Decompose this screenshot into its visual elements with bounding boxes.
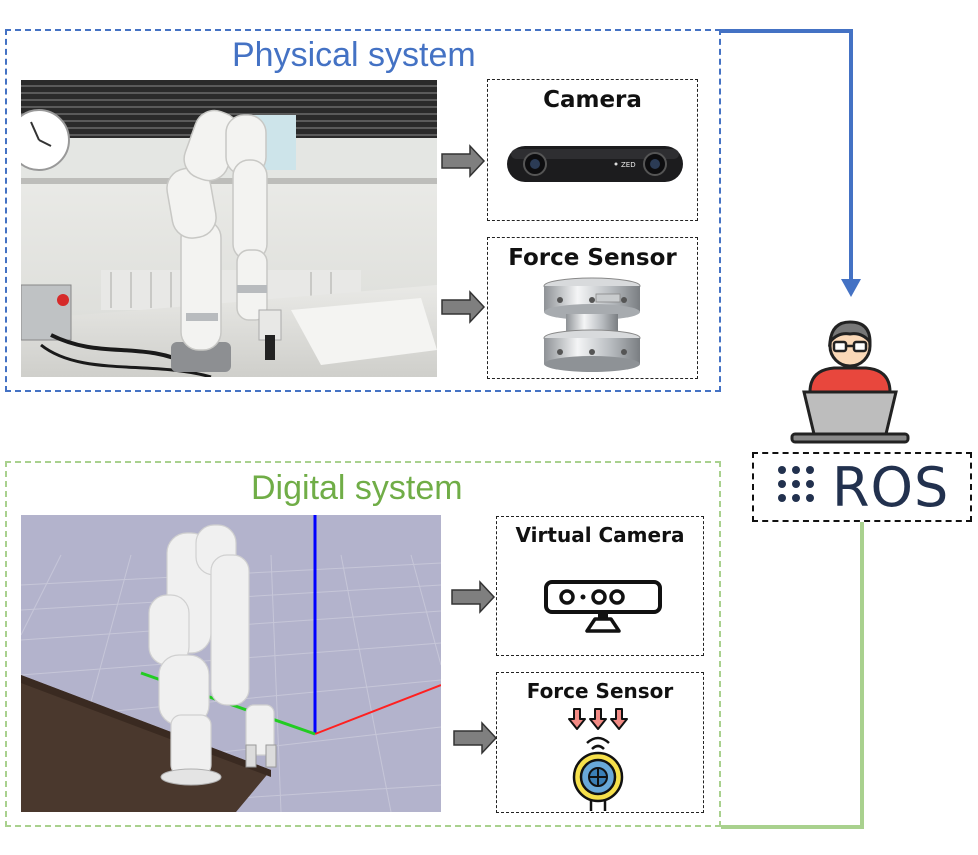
ros-logo-icon [778, 466, 814, 502]
virtual-camera-icon [544, 580, 662, 633]
digital-force-sensor-box: Force Sensor [496, 672, 704, 813]
digital-system-box [5, 461, 721, 827]
virtual-camera-label: Virtual Camera [515, 523, 685, 547]
arrow-to-virtual-camera [451, 580, 496, 614]
force-sensor-box: Force Sensor [487, 237, 698, 379]
digital-force-sensor-label: Force Sensor [526, 679, 674, 703]
ros-box: ROS [752, 452, 972, 522]
force-sensor-photo [543, 277, 641, 372]
force-sensor-icon [568, 708, 628, 811]
force-sensor-label: Force Sensor [508, 245, 677, 271]
ros-label: ROS [832, 456, 950, 519]
physical-system-title: Physical system [232, 36, 476, 74]
camera-photo: ZED [507, 146, 683, 182]
arrow-to-force-sensor [441, 290, 486, 324]
user-laptop-icon [790, 320, 910, 444]
physical-system-box [5, 29, 721, 392]
digital-simulation-render [21, 515, 441, 812]
arrow-to-digital-force-sensor [453, 721, 498, 755]
camera-box: Camera ZED [487, 79, 698, 221]
virtual-camera-box: Virtual Camera [496, 516, 704, 656]
digital-system-title: Digital system [251, 469, 463, 507]
physical-robot-photo [21, 80, 437, 377]
arrow-to-camera [441, 144, 486, 178]
camera-label: Camera [543, 87, 642, 113]
camera-brand-text: ZED [621, 161, 636, 169]
